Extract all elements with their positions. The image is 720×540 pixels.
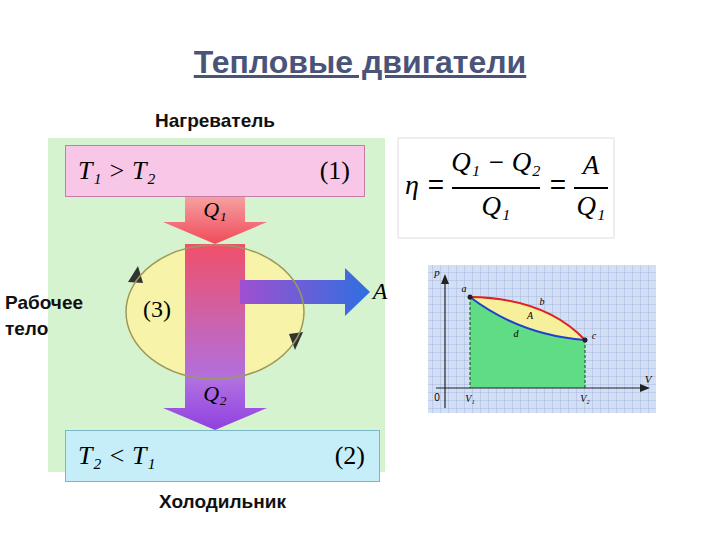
axis-label: V: [645, 373, 652, 385]
heat-flow-arrow: [163, 197, 267, 244]
formula-box: [398, 138, 614, 238]
tick-label: V₂: [580, 393, 590, 404]
node-heading: Рабочее тело: [5, 290, 117, 341]
heat-flow-arrow: [163, 380, 267, 430]
cycle-ellipse: [126, 245, 304, 379]
reservoir-band: T₂ < T₁(2)Холодильник: [65, 430, 380, 482]
temperature-relation: T₁ > T₂: [78, 156, 156, 186]
heat-label: Q₁: [203, 197, 227, 223]
callout-number: (3): [143, 296, 171, 323]
pv-graph: [428, 265, 656, 413]
panel-ground: [48, 138, 385, 472]
callout-number: (1): [320, 156, 350, 186]
origin-label: 0: [434, 392, 440, 403]
work-label: A: [373, 278, 388, 304]
tick-label: V₁: [465, 393, 475, 404]
temperature-relation: T₂ < T₁: [78, 441, 156, 471]
formula-denominator: Q₁: [482, 192, 511, 222]
area-label: A: [527, 310, 533, 321]
fraction-bar: [574, 187, 608, 189]
point-label: d: [514, 328, 519, 339]
work-arrow: [240, 268, 370, 316]
formula-numerator: A: [583, 151, 600, 181]
node-heading: Холодильник: [159, 491, 286, 513]
axis-label: p: [434, 266, 440, 278]
formula-sign: =: [428, 170, 444, 201]
working-body-cycle: Рабочее тело(3): [125, 244, 305, 380]
cycle-fill: [125, 244, 305, 380]
formula-denominator: Q₁: [577, 192, 606, 222]
formula-symbol: η: [405, 170, 419, 201]
slide-title: Тепловые двигатели: [194, 44, 526, 81]
formula-numerator: Q₁ − Q₂: [451, 148, 541, 178]
reservoir-band: НагревательT₁ > T₂(1): [65, 145, 365, 197]
point-label: a: [462, 283, 467, 294]
point-label: c: [592, 330, 596, 341]
point-label: b: [540, 296, 545, 307]
formula-sign: =: [550, 170, 566, 201]
heat-label: Q₂: [203, 381, 227, 407]
fraction-bar: [452, 187, 540, 189]
callout-number: (2): [335, 441, 365, 471]
node-heading: Нагреватель: [155, 110, 275, 132]
heat-flow-band: [185, 244, 245, 381]
